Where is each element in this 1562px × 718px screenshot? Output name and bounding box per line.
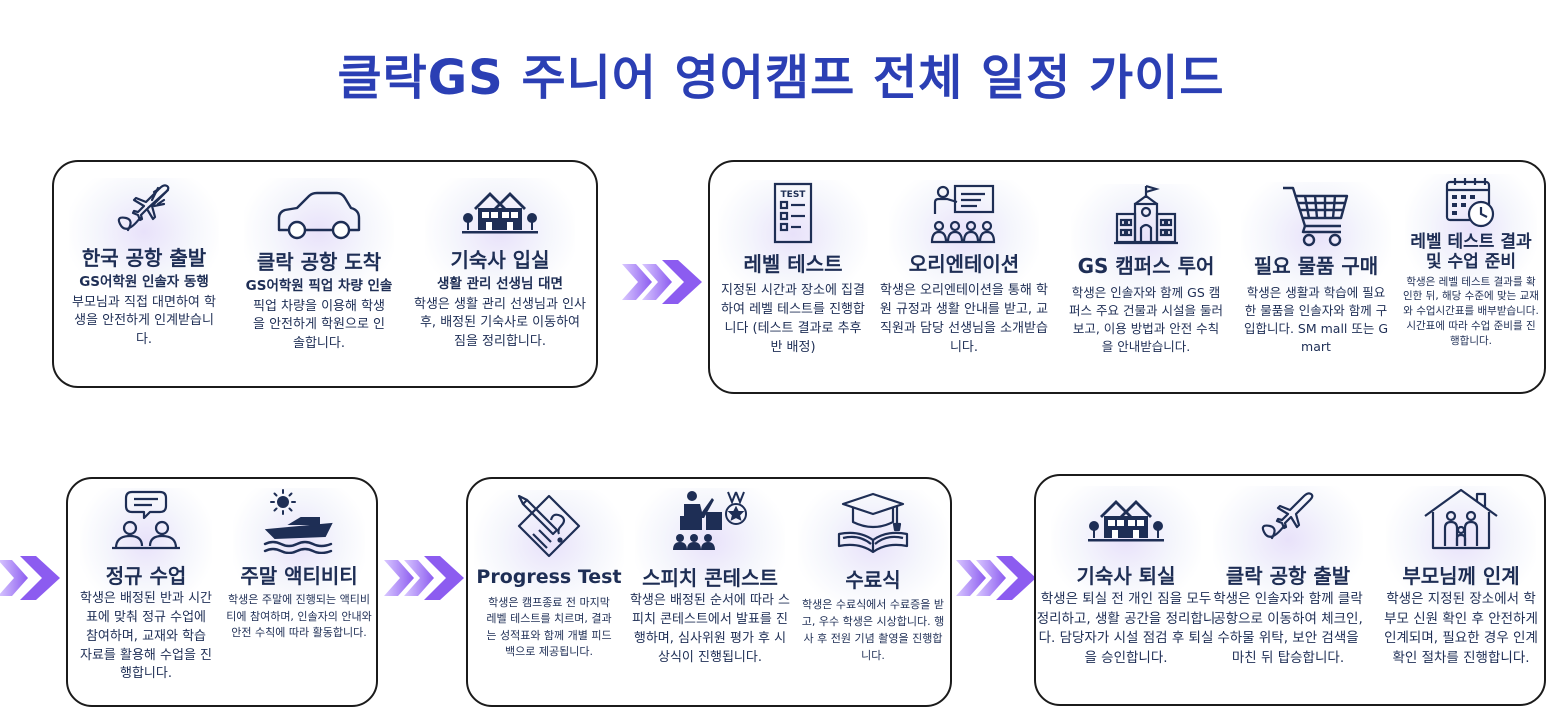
step-description: 픽업 차량을 이용해 학생을 안전하게 학원으로 인솔합니다.: [253, 298, 385, 352]
step-description: 학생은 생활 관리 선생님과 인사 후, 배정된 기숙사로 이동하여 짐을 정리…: [413, 296, 586, 350]
step-title: 오리엔테이션: [908, 252, 1020, 276]
step-title: 필요 물품 구매: [1253, 254, 1379, 278]
page-title: 클락GS 주니어 영어캠프 전체 일정 가이드: [337, 50, 1225, 106]
step-title: 기숙사 입실: [450, 248, 550, 272]
car-icon: [277, 191, 361, 240]
step-dorm-checkin: 기숙사 입실 생활 관리 선생님 대면 학생은 생활 관리 선생님과 인사 후,…: [411, 178, 589, 352]
step-level-test: TEST 레벨 테스트 지정된 시간과 장소에 집결하여 레벨 테스트를 진행합…: [718, 180, 868, 357]
step-speech-contest: 스피치 콘테스트 학생은 배정된 순서에 따라 스피치 콘테스트에서 발표를 진…: [628, 488, 792, 667]
shopping-cart-icon: [1283, 186, 1349, 247]
step-clark-departure: 클락 공항 출발 학생은 인솔자와 함께 클락 공항으로 이동하여 체크인, 수…: [1212, 486, 1364, 668]
step-description: 학생은 오리엔테이션을 통해 학원 규정과 생활 안내를 받고, 교직원과 담당…: [879, 283, 1049, 355]
step-class-prep: 레벨 테스트 결과 및 수업 준비 학생은 레벨 테스트 결과를 확인한 뒤, …: [1402, 174, 1540, 348]
step-title: 수료식: [845, 568, 901, 592]
step-title: 레벨 테스트: [743, 252, 843, 276]
step-campus-tour: GS 캠퍼스 투어 학생은 인솔자와 함께 GS 캠퍼스 주요 건물과 시설을 …: [1064, 184, 1228, 357]
step-description: 학생은 인솔자와 함께 클락 공항으로 이동하여 체크인, 수하물 위탁, 보안…: [1213, 591, 1363, 666]
dormitory-icon: [462, 192, 538, 234]
step-subtitle: GS어학원 픽업 차량 인솔: [245, 278, 393, 294]
chevron-arrow-icon: [384, 556, 464, 600]
pencil-exam-icon: [517, 494, 581, 558]
svg-text:TEST: TEST: [781, 190, 807, 200]
presentation-icon: [930, 184, 996, 244]
step-title: 기숙사 퇴실: [1076, 564, 1176, 588]
step-subtitle: GS어학원 인솔자 동행: [79, 274, 209, 290]
step-description: 지정된 시간과 장소에 집결하여 레벨 테스트를 진행합니다 (테스트 결과로 …: [721, 283, 865, 355]
step-title: 정규 수업: [105, 564, 187, 588]
step-dorm-checkout: 기숙사 퇴실 학생은 퇴실 전 개인 짐을 모두 정리하고, 생활 공간을 정리…: [1036, 486, 1216, 668]
step-clark-arrival: 클락 공항 도착 GS어학원 픽업 차량 인솔 픽업 차량을 이용해 학생을 안…: [235, 178, 403, 354]
step-weekend-activity: 주말 액티비티 학생은 주말에 진행되는 액티비티에 참여하며, 인솔자의 안내…: [226, 488, 372, 642]
step-title: 클락 공항 도착: [256, 250, 382, 274]
step-graduation: 수료식 학생은 수료식에서 수료증을 받고, 우수 학생은 시상합니다. 행사 …: [798, 490, 948, 664]
step-orientation: 오리엔테이션 학생은 오리엔테이션을 통해 학원 규정과 생활 안내를 받고, …: [876, 180, 1052, 357]
step-shopping: 필요 물품 구매 학생은 생활과 학습에 필요한 물품을 인솔자와 함께 구입합…: [1236, 182, 1396, 357]
chevron-arrow-icon: [0, 556, 60, 600]
step-parent-handover: 부모님께 인계 학생은 지정된 장소에서 학부모 신원 확인 후 안전하게 인계…: [1382, 486, 1540, 668]
airplane-icon: [1261, 492, 1314, 540]
step-title: 스피치 콘테스트: [642, 566, 778, 590]
calendar-clock-icon: [1445, 178, 1495, 228]
step-description: 학생은 생활과 학습에 필요한 물품을 인솔자와 함께 구입합니다. SM ma…: [1243, 285, 1389, 355]
step-regular-class: 정규 수업 학생은 배정된 반과 시간표에 맞춰 정규 수업에 참여하며, 교재…: [74, 488, 218, 684]
chevron-arrow-icon: [956, 556, 1036, 600]
step-description: 학생은 퇴실 전 개인 짐을 모두 정리하고, 생활 공간을 정리합니다. 담당…: [1036, 591, 1216, 666]
step-title: 한국 공항 출발: [81, 246, 207, 270]
dormitory-icon: [1088, 500, 1164, 542]
chevron-arrow-icon: [622, 260, 702, 304]
airplane-icon: [117, 184, 170, 232]
campus-building-icon: [1114, 184, 1178, 245]
test-paper-icon: TEST: [773, 182, 813, 244]
class-discussion-icon: [112, 490, 180, 550]
step-progress-test: Progress Test 학생은 캠프종료 전 마지막 레벨 테스트를 치르며…: [472, 490, 626, 661]
step-description: 학생은 지정된 장소에서 학부모 신원 확인 후 안전하게 인계되며, 필요한 …: [1384, 591, 1538, 666]
step-description: 학생은 캠프종료 전 마지막 레벨 테스트를 치르며, 결과는 성적표와 함께 …: [486, 595, 612, 659]
step-korea-departure: 한국 공항 출발 GS어학원 인솔자 동행 부모님과 직접 대면하여 학생을 안…: [60, 178, 228, 350]
step-description: 학생은 레벨 테스트 결과를 확인한 뒤, 해당 수준에 맞는 교재와 수업시간…: [1403, 275, 1539, 347]
step-title: Progress Test: [476, 566, 622, 588]
step-description: 학생은 인솔자와 함께 GS 캠퍼스 주요 건물과 시설을 둘러보고, 이용 방…: [1069, 285, 1223, 355]
step-title: 클락 공항 출발: [1225, 564, 1351, 588]
step-title: 부모님께 인계: [1402, 564, 1520, 588]
step-description: 부모님과 직접 대면하여 학생을 안전하게 인계받습니다.: [72, 294, 216, 348]
sun-boat-icon: [263, 489, 333, 554]
family-house-icon: [1424, 488, 1498, 550]
speech-podium-icon: [673, 491, 747, 550]
step-title: 주말 액티비티: [240, 564, 358, 588]
step-description: 학생은 주말에 진행되는 액티비티에 참여하며, 인솔자의 안내와 안전 수칙에…: [226, 593, 372, 639]
step-title: GS 캠퍼스 투어: [1077, 254, 1215, 278]
step-subtitle: 생활 관리 선생님 대면: [437, 276, 563, 292]
step-title: 레벨 테스트 결과 및 수업 준비: [1410, 232, 1532, 273]
step-description: 학생은 배정된 순서에 따라 스피치 콘테스트에서 발표를 진행하며, 심사위원…: [629, 593, 791, 665]
graduation-cap-icon: [837, 492, 909, 554]
step-description: 학생은 수료식에서 수료증을 받고, 우수 학생은 시상합니다. 행사 후 전원…: [801, 598, 945, 663]
step-description: 학생은 배정된 반과 시간표에 맞춰 정규 수업에 참여하며, 교재와 학습 자…: [80, 591, 212, 682]
